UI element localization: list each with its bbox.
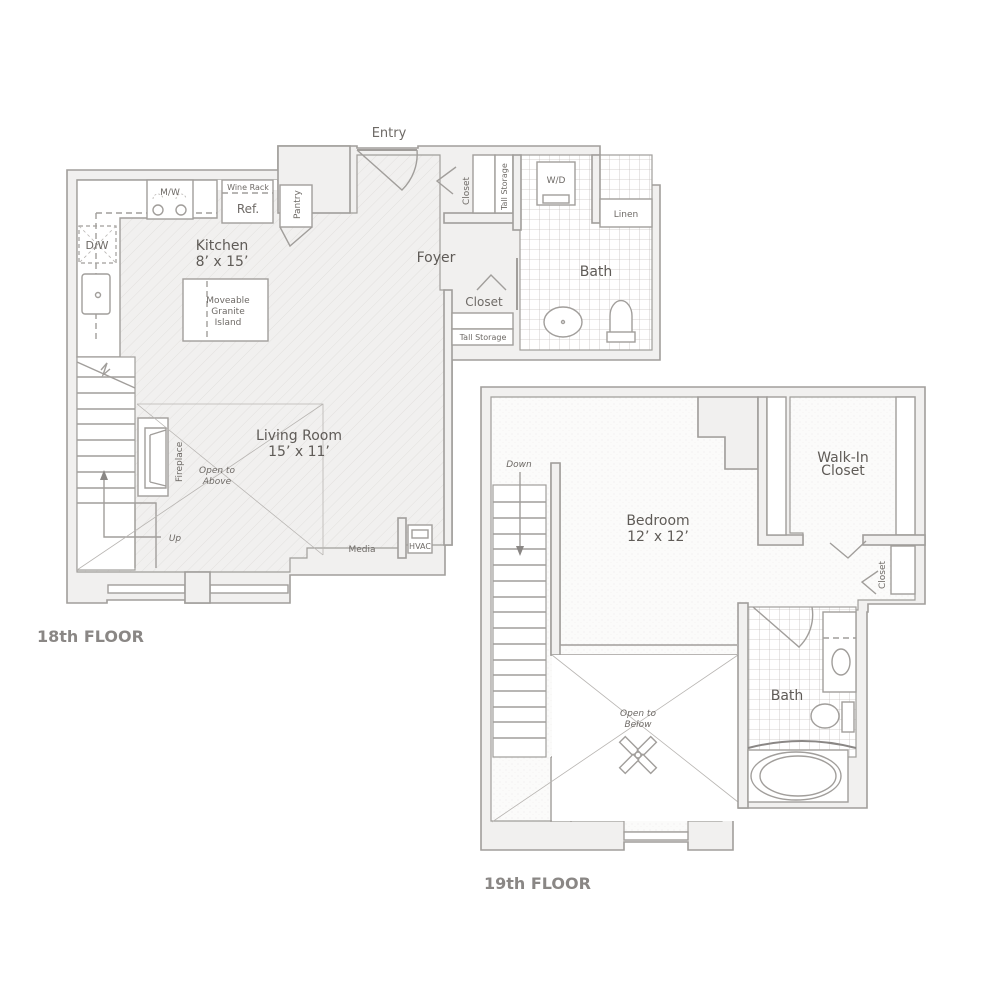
hvac-label: HVAC	[409, 542, 431, 551]
refrigerator	[221, 179, 274, 224]
island-label-3: Island	[215, 318, 242, 328]
up-label: Up	[169, 534, 182, 544]
open-below-1: Open to	[620, 709, 656, 719]
dw-label: D/W	[85, 239, 108, 252]
granite-island	[182, 278, 269, 342]
wd-label: W/D	[547, 176, 566, 186]
bedroom-size: 12’ x 12’	[627, 529, 689, 545]
island-label-2: Granite	[211, 307, 245, 317]
open-to-above-lines	[76, 403, 324, 571]
tall-storage-1-label: Tall Storage	[500, 163, 509, 211]
floor-18-label: 18th FLOOR	[37, 627, 144, 646]
dishwasher	[78, 225, 117, 264]
down-label: Down	[506, 460, 532, 470]
open-above-1: Open to	[199, 466, 235, 476]
fireplace-label: Fireplace	[175, 441, 185, 482]
mw-label: M/W	[160, 188, 180, 198]
kitchen-size: 8’ x 15’	[196, 254, 249, 270]
window-18-2	[209, 584, 289, 594]
bedroom-label: Bedroom	[626, 513, 689, 529]
entry-label: Entry	[372, 126, 407, 141]
walkin-shelf-left	[766, 396, 787, 536]
floor-18-plan: M/W Wine Rack Ref. Pantry D/W Kitchen 8’…	[37, 126, 661, 646]
closet-1-label: Closet	[462, 176, 472, 205]
closet-19-label: Closet	[878, 560, 888, 589]
walkin-label-2: Closet	[821, 463, 865, 479]
linen-label: Linen	[614, 210, 638, 220]
open-above-2: Above	[202, 477, 232, 487]
fireplace	[137, 417, 169, 497]
ceiling-fan-icon	[618, 735, 658, 775]
pantry	[279, 184, 313, 228]
tall-storage-2-label: Tall Storage	[459, 333, 507, 342]
living-room-label: Living Room	[256, 428, 342, 444]
bath-18-toilet	[609, 299, 633, 341]
pantry-label: Pantry	[293, 190, 303, 219]
wine-rack-label: Wine Rack	[227, 183, 269, 192]
entry-door	[356, 149, 418, 191]
closet-2-label: Closet	[465, 295, 503, 309]
window-18-1	[107, 584, 186, 594]
living-room-size: 15’ x 11’	[268, 444, 330, 460]
floor-19-plan: Walk-In Closet Closet Bedroom 12’ x 12’ …	[480, 386, 926, 893]
ref-label: Ref.	[237, 202, 259, 216]
floor-19-label: 19th FLOOR	[484, 874, 591, 893]
bath-19-toilet	[810, 703, 840, 729]
walkin-label-1: Walk-In	[817, 450, 869, 466]
walkin-shelf-right	[895, 396, 916, 536]
tall-storage-2	[451, 328, 514, 346]
open-below-2: Below	[624, 720, 652, 730]
open-to-below-lines	[491, 654, 739, 823]
media-label: Media	[348, 545, 375, 555]
island-label-1: Moveable	[206, 296, 250, 306]
linen-closet	[599, 198, 653, 228]
stairs-19	[492, 472, 572, 822]
closet-shelf	[890, 545, 916, 595]
bath-19-sink	[831, 648, 851, 676]
kitchen-label: Kitchen	[196, 238, 249, 254]
stairs-18	[76, 356, 161, 571]
bath-18-sink	[543, 306, 583, 338]
bath-18-label: Bath	[580, 264, 613, 280]
foyer-label: Foyer	[417, 250, 456, 266]
window-19	[623, 831, 689, 841]
bath-19-label: Bath	[771, 688, 804, 704]
